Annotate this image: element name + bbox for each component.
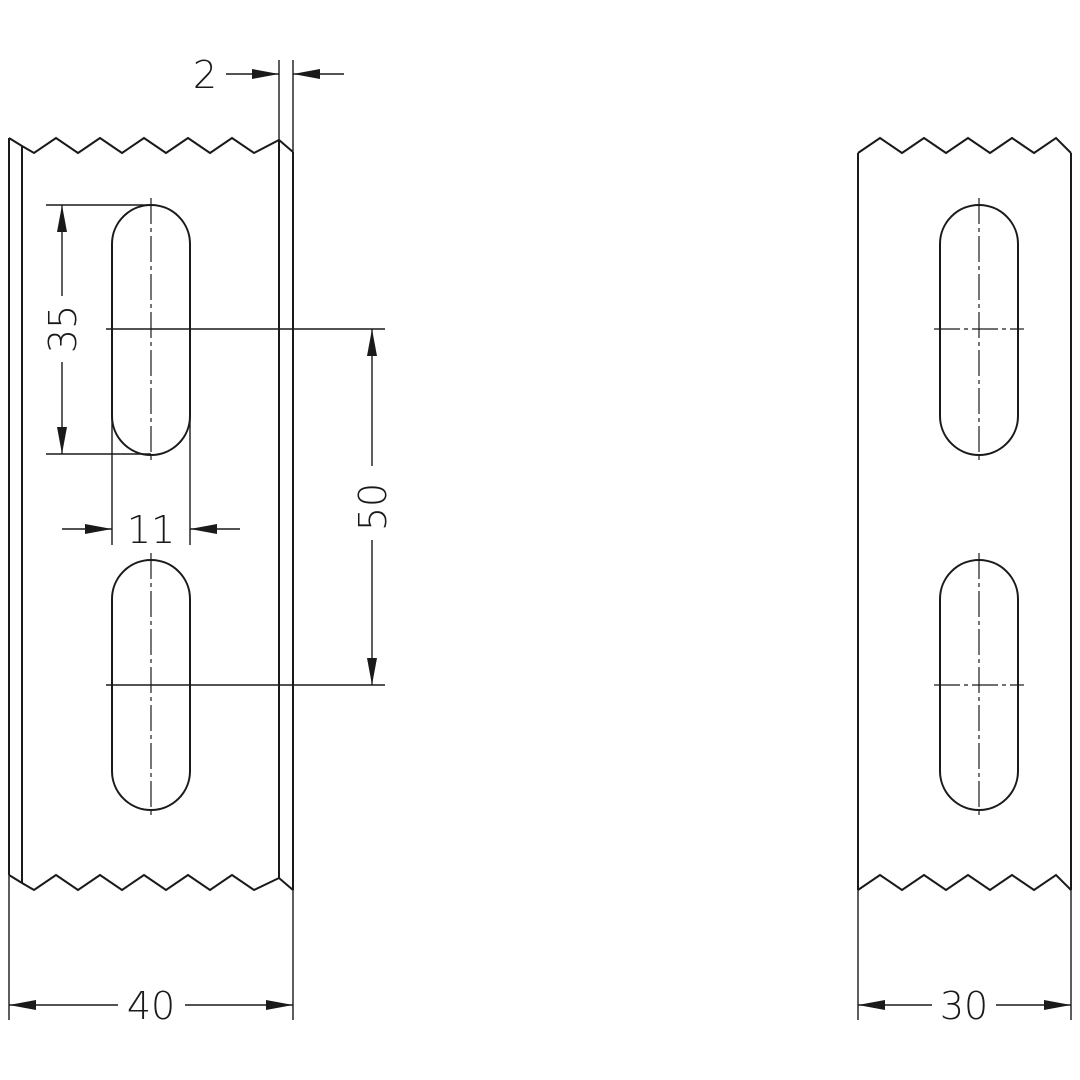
dim-thickness-arrow-right <box>293 69 320 79</box>
dim-slot-pitch-arrow-bottom <box>367 658 377 685</box>
front-bottom-break-line <box>8 873 294 892</box>
front-view-dimensions: 2 35 11 50 40 <box>8 53 395 1028</box>
side-view <box>857 136 1072 892</box>
side-bottom-break-line <box>857 873 1072 892</box>
dim-slot-length-label: 35 <box>41 305 85 353</box>
side-top-break-line <box>857 136 1072 155</box>
dim-width-side-arrow-right <box>1044 1000 1071 1010</box>
dim-thickness-label: 2 <box>193 53 217 97</box>
dim-slot-width-arrow-left <box>85 524 112 534</box>
dim-slot-width-arrow-right <box>190 524 217 534</box>
side-view-dimensions: 30 <box>857 890 1072 1028</box>
dim-width-side-arrow-left <box>858 1000 885 1010</box>
dim-slot-pitch-label: 50 <box>351 483 395 531</box>
dim-slot-length-arrow-top <box>57 205 67 232</box>
dim-width-front-label: 40 <box>127 984 175 1028</box>
front-view <box>8 136 385 892</box>
dim-width-front-arrow-left <box>9 1000 36 1010</box>
dim-thickness-arrow-left <box>252 69 279 79</box>
front-top-break-line <box>8 136 294 155</box>
dim-width-front-arrow-right <box>266 1000 293 1010</box>
dim-slot-width-label: 11 <box>127 508 175 552</box>
dim-slot-length-arrow-bottom <box>57 427 67 454</box>
dim-width-side-label: 30 <box>940 984 988 1028</box>
dim-slot-pitch-arrow-top <box>367 329 377 356</box>
